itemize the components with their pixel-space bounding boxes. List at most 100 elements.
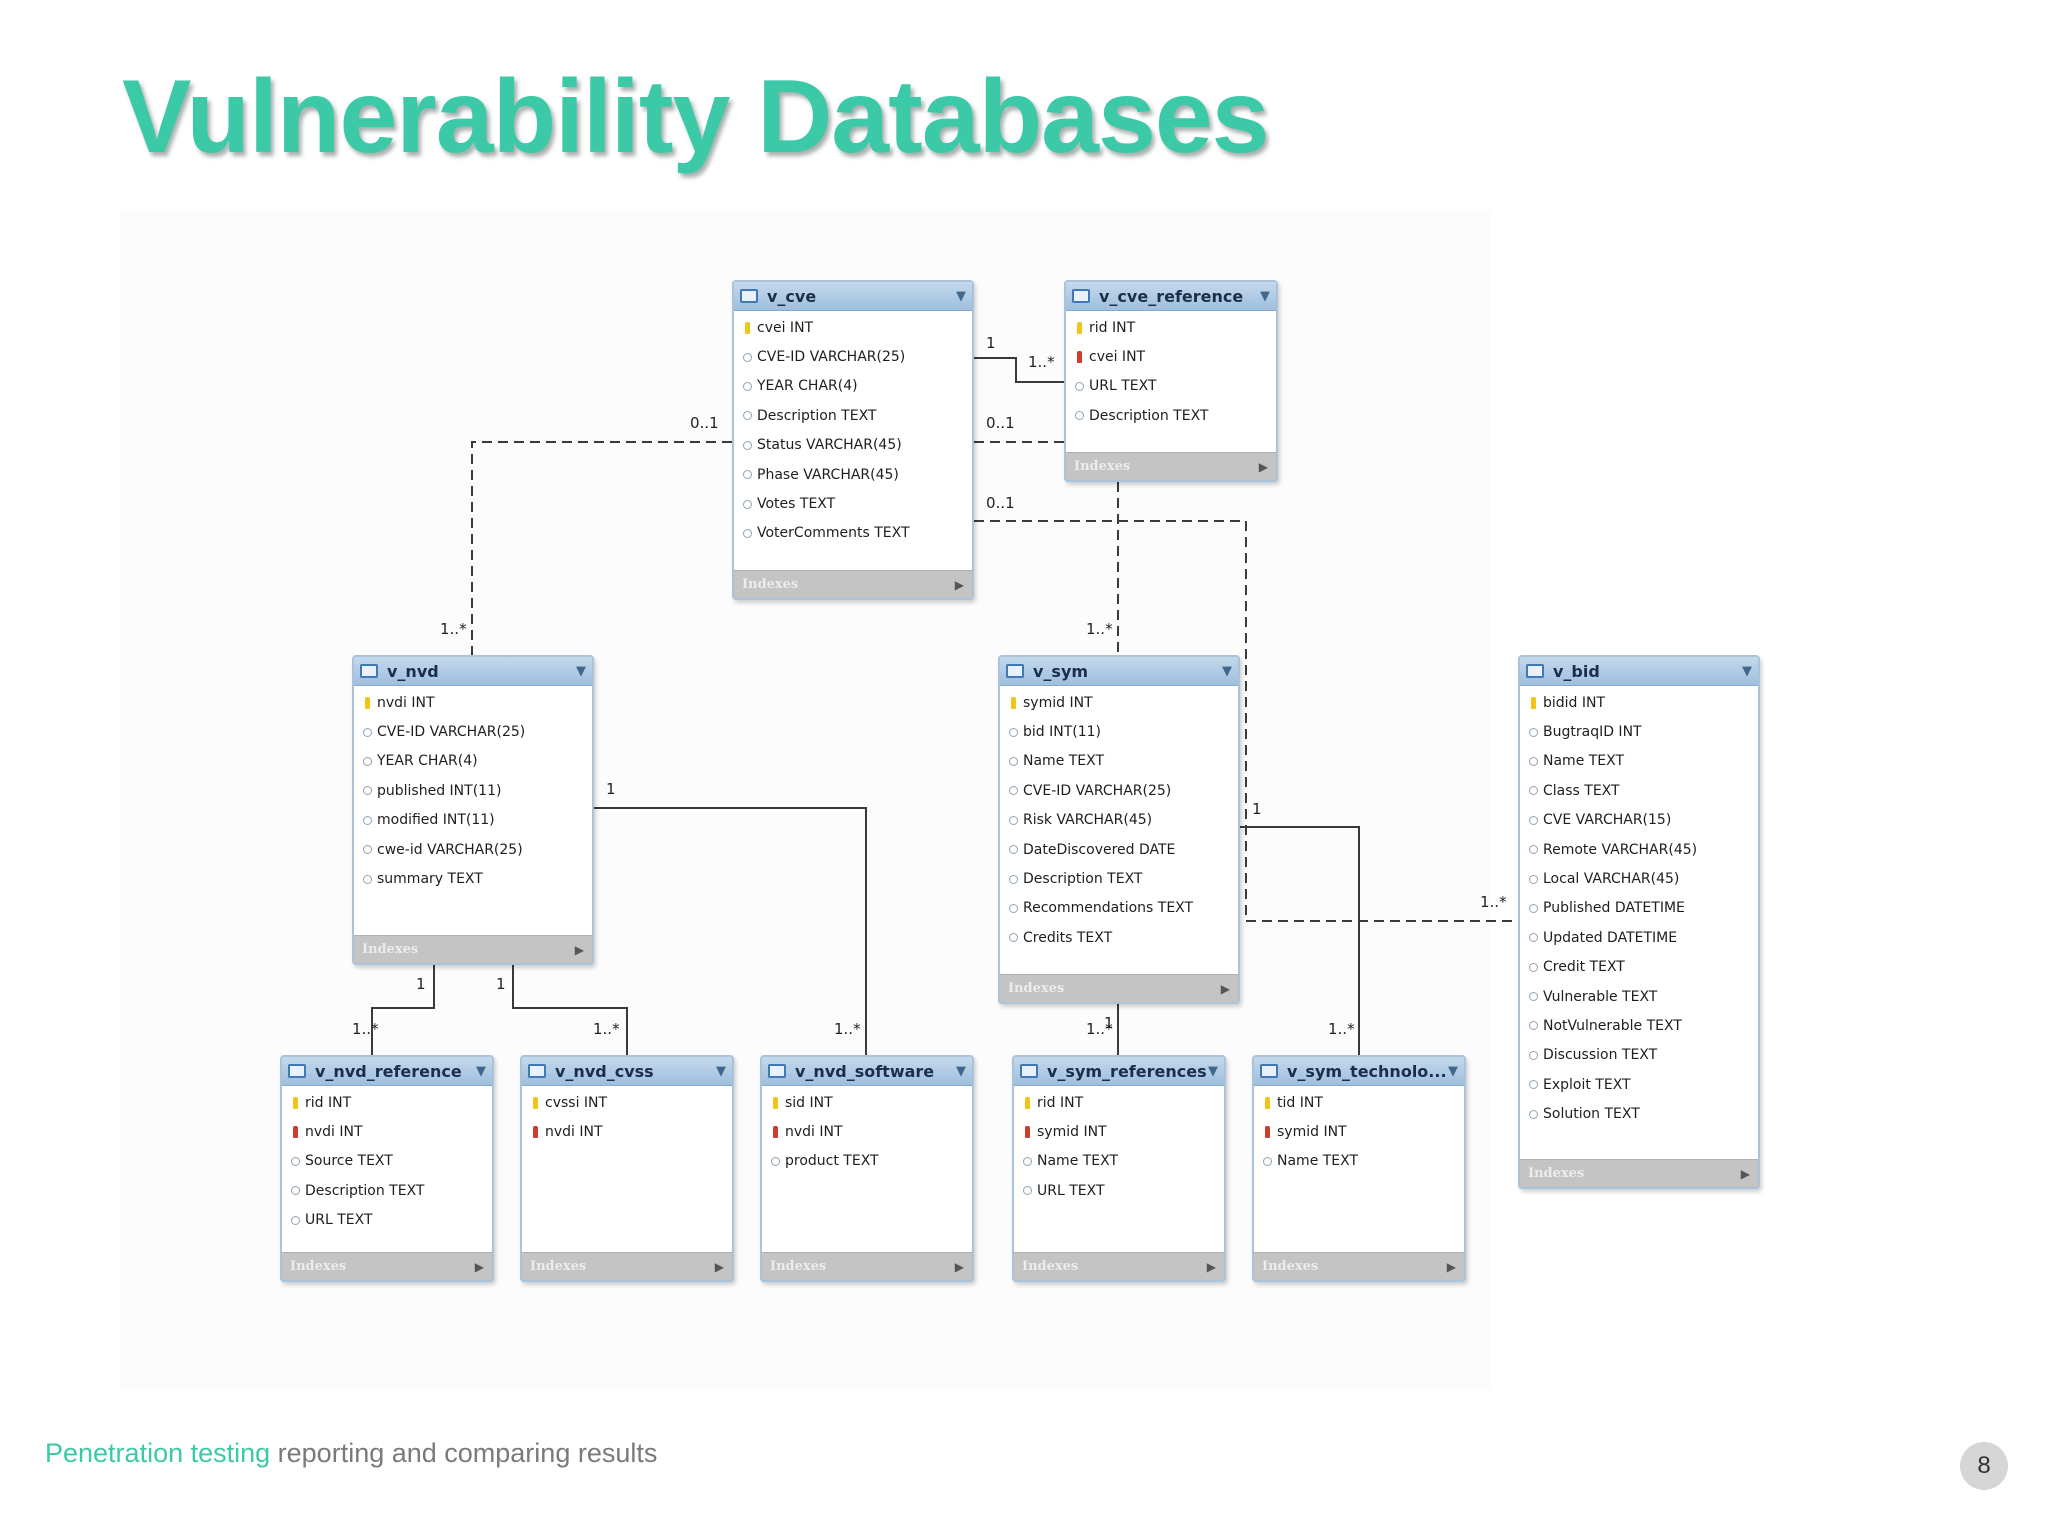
column-row: CVE-ID VARCHAR(25): [1000, 776, 1238, 805]
table-v-nvd-reference[interactable]: v_nvd_reference ▼ rid INT nvdi INT Sourc…: [280, 1055, 494, 1282]
indexes-bar[interactable]: Indexes▶: [354, 935, 592, 963]
chevron-right-icon[interactable]: ▶: [1446, 1259, 1456, 1274]
chevron-right-icon[interactable]: ▶: [574, 942, 584, 957]
table-v-sym[interactable]: v_sym ▼ symid INT bid INT(11) Name TEXT …: [998, 655, 1240, 1004]
column-row: Description TEXT: [1000, 864, 1238, 893]
foreign-key-icon: [530, 1126, 541, 1139]
column-row: nvdi INT: [354, 688, 592, 717]
chevron-right-icon[interactable]: ▶: [954, 1259, 964, 1274]
table-icon: [768, 1064, 786, 1078]
indexes-bar[interactable]: Indexes▶: [1254, 1252, 1464, 1280]
multiplicity-label: 1..*: [352, 1020, 379, 1038]
foreign-key-icon: [770, 1126, 781, 1139]
column-icon: [1528, 1021, 1539, 1031]
column-row: VoterComments TEXT: [734, 519, 972, 548]
table-v-nvd-cvss[interactable]: v_nvd_cvss ▼ cvssi INT nvdi INT Indexes▶: [520, 1055, 734, 1282]
chevron-down-icon[interactable]: ▼: [956, 1063, 966, 1079]
column-icon: [770, 1156, 781, 1166]
column-row: bidid INT: [1520, 688, 1758, 717]
column-row: URL TEXT: [282, 1206, 492, 1235]
indexes-bar[interactable]: Indexes▶: [282, 1252, 492, 1280]
chevron-down-icon[interactable]: ▼: [1260, 288, 1270, 304]
column-icon: [1528, 992, 1539, 1002]
column-row: tid INT: [1254, 1088, 1464, 1117]
indexes-bar[interactable]: Indexes▶: [1520, 1159, 1758, 1187]
column-row: URL TEXT: [1066, 372, 1276, 401]
indexes-bar[interactable]: Indexes▶: [522, 1252, 732, 1280]
column-icon: [1008, 845, 1019, 855]
table-v-bid[interactable]: v_bid ▼ bidid INT BugtraqID INT Name TEX…: [1518, 655, 1760, 1189]
table-header[interactable]: v_sym_references ▼: [1014, 1057, 1224, 1086]
indexes-bar[interactable]: Indexes▶: [1014, 1252, 1224, 1280]
column-icon: [362, 786, 373, 796]
chevron-right-icon[interactable]: ▶: [474, 1259, 484, 1274]
indexes-bar[interactable]: Indexes▶: [734, 570, 972, 598]
column-icon: [1008, 874, 1019, 884]
table-v-cve-reference[interactable]: v_cve_reference ▼ rid INT cvei INT URL T…: [1064, 280, 1278, 482]
table-header[interactable]: v_sym_technolo... ▼: [1254, 1057, 1464, 1086]
table-header[interactable]: v_nvd_software ▼: [762, 1057, 972, 1086]
chevron-right-icon[interactable]: ▶: [954, 577, 964, 592]
column-row: Credit TEXT: [1520, 953, 1758, 982]
table-header[interactable]: v_nvd_reference ▼: [282, 1057, 492, 1086]
page-number: 8: [1960, 1442, 2008, 1490]
chevron-down-icon[interactable]: ▼: [956, 288, 966, 304]
column-row: modified INT(11): [354, 806, 592, 835]
primary-key-icon: [290, 1096, 301, 1109]
column-row: YEAR CHAR(4): [734, 372, 972, 401]
multiplicity-label: 0..1: [986, 494, 1015, 512]
column-icon: [1022, 1156, 1033, 1166]
chevron-down-icon[interactable]: ▼: [476, 1063, 486, 1079]
table-header[interactable]: v_nvd_cvss ▼: [522, 1057, 732, 1086]
column-icon: [362, 727, 373, 737]
column-icon: [1528, 786, 1539, 796]
chevron-down-icon[interactable]: ▼: [1448, 1063, 1458, 1079]
footer-accent-text: Penetration testing: [45, 1438, 271, 1468]
primary-key-icon: [1262, 1096, 1273, 1109]
table-v-cve[interactable]: v_cve ▼ cvei INT CVE-ID VARCHAR(25) YEAR…: [732, 280, 974, 600]
column-icon: [1528, 962, 1539, 972]
chevron-down-icon[interactable]: ▼: [1208, 1063, 1218, 1079]
foreign-key-icon: [1262, 1126, 1273, 1139]
rel-nvd-to-nvd-software: [594, 807, 867, 1058]
table-header[interactable]: v_nvd ▼: [354, 657, 592, 686]
chevron-right-icon[interactable]: ▶: [1206, 1259, 1216, 1274]
column-row: sid INT: [762, 1088, 972, 1117]
chevron-down-icon[interactable]: ▼: [1222, 663, 1232, 679]
chevron-right-icon[interactable]: ▶: [1258, 459, 1268, 474]
table-icon: [360, 664, 378, 678]
column-row: NotVulnerable TEXT: [1520, 1011, 1758, 1040]
table-header[interactable]: v_bid ▼: [1520, 657, 1758, 686]
table-name: v_nvd_cvss: [555, 1061, 654, 1081]
indexes-bar[interactable]: Indexes▶: [762, 1252, 972, 1280]
table-v-sym-technologies[interactable]: v_sym_technolo... ▼ tid INT symid INT Na…: [1252, 1055, 1466, 1282]
table-header[interactable]: v_cve ▼: [734, 282, 972, 311]
multiplicity-label: 1..*: [440, 620, 467, 638]
column-icon: [1008, 756, 1019, 766]
table-header[interactable]: v_sym ▼: [1000, 657, 1238, 686]
chevron-down-icon[interactable]: ▼: [716, 1063, 726, 1079]
column-row: Published DATETIME: [1520, 894, 1758, 923]
table-icon: [1020, 1064, 1038, 1078]
indexes-bar[interactable]: Indexes▶: [1066, 452, 1276, 480]
table-name: v_sym_technolo...: [1287, 1061, 1447, 1081]
indexes-bar[interactable]: Indexes▶: [1000, 974, 1238, 1002]
chevron-right-icon[interactable]: ▶: [714, 1259, 724, 1274]
chevron-down-icon[interactable]: ▼: [576, 663, 586, 679]
column-row: nvdi INT: [762, 1117, 972, 1146]
chevron-right-icon[interactable]: ▶: [1740, 1166, 1750, 1181]
multiplicity-label: 1: [1104, 1014, 1114, 1032]
table-v-nvd-software[interactable]: v_nvd_software ▼ sid INT nvdi INT produc…: [760, 1055, 974, 1282]
chevron-right-icon[interactable]: ▶: [1220, 981, 1230, 996]
table-header[interactable]: v_cve_reference ▼: [1066, 282, 1276, 311]
table-v-nvd[interactable]: v_nvd ▼ nvdi INT CVE-ID VARCHAR(25) YEAR…: [352, 655, 594, 965]
column-row: BugtraqID INT: [1520, 717, 1758, 746]
column-row: summary TEXT: [354, 864, 592, 893]
table-v-sym-references[interactable]: v_sym_references ▼ rid INT symid INT Nam…: [1012, 1055, 1226, 1282]
column-icon: [1008, 786, 1019, 796]
chevron-down-icon[interactable]: ▼: [1742, 663, 1752, 679]
primary-key-icon: [770, 1096, 781, 1109]
column-icon: [290, 1156, 301, 1166]
multiplicity-label: 1: [606, 780, 616, 798]
primary-key-icon: [530, 1096, 541, 1109]
